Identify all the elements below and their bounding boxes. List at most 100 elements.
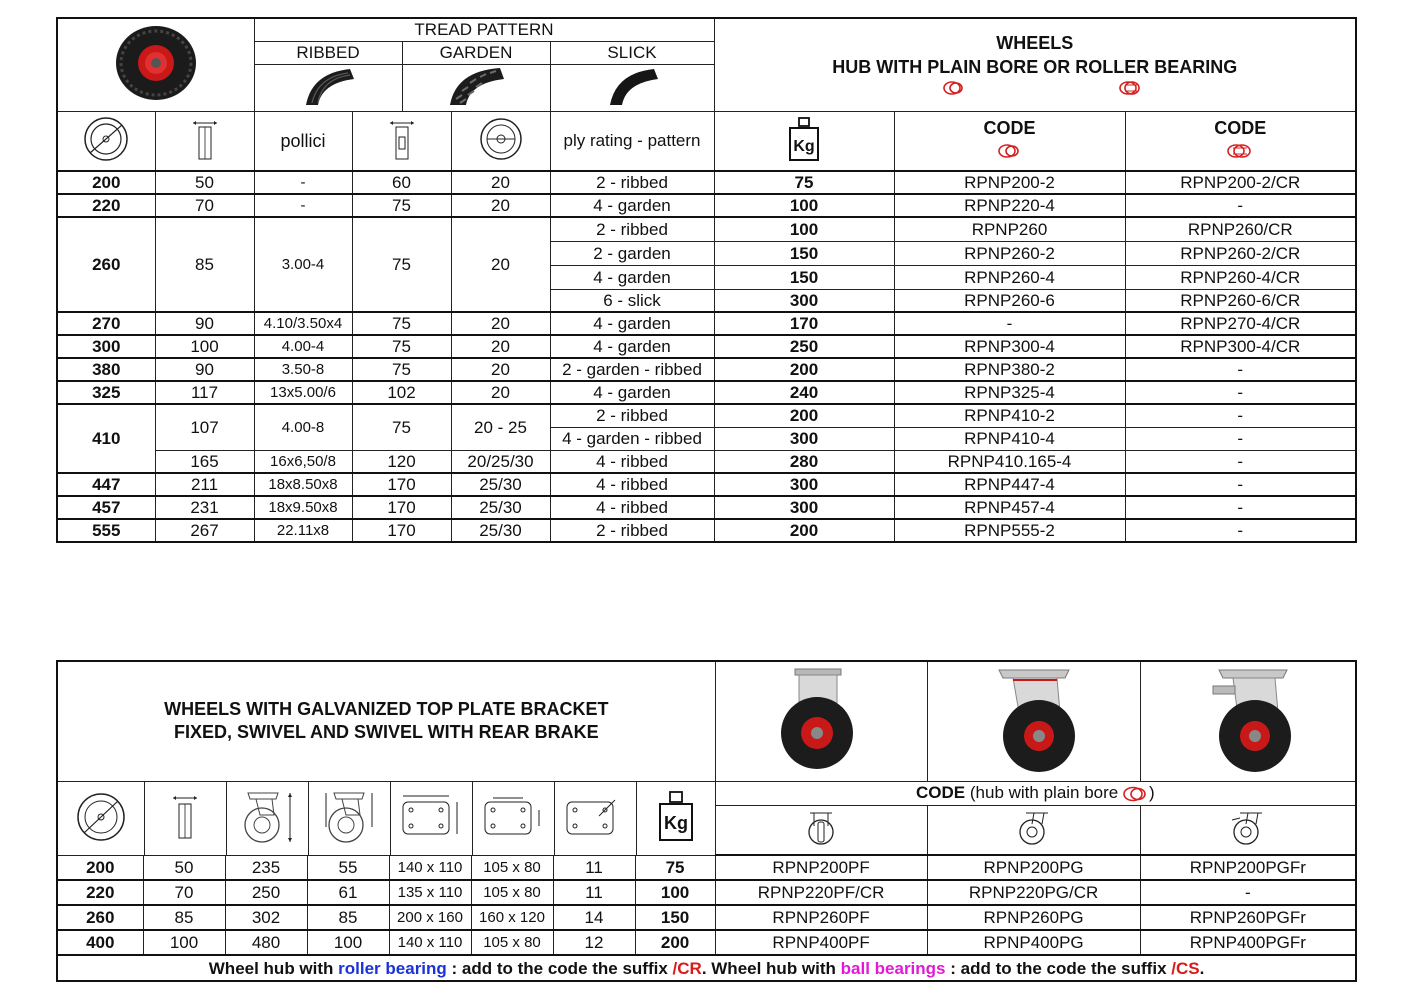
cell-load: 240 [713, 380, 895, 405]
table-row: 555 267 22.11x8 170 25/30 2 - ribbed 200… [56, 518, 1357, 543]
cell-code: RPNP300-4 [893, 334, 1126, 359]
cell-width: 231 [154, 495, 255, 520]
bracket-title-line2: FIXED, SWIVEL AND SWIVEL WITH REAR BRAKE [173, 722, 599, 743]
cell-diameter: 380 [56, 357, 156, 382]
cell-offset: 100 [306, 929, 390, 956]
cell-inches: - [253, 170, 353, 195]
cell-width: 100 [142, 929, 226, 956]
table-row: 457 231 18x9.50x8 170 25/30 4 - ribbed 3… [56, 495, 1357, 520]
cell-load: 150 [713, 240, 895, 266]
kg-label: Kg [664, 813, 688, 833]
cell-diameter: 200 [56, 854, 144, 881]
width-icon-cell [154, 110, 255, 172]
cell-code-fixed: RPNP260PF [714, 904, 928, 931]
table-row: 4 - garden - ribbed 300 RPNP410-4 - [57, 426, 1357, 451]
footer-ball-bearings: ball bearings [840, 958, 946, 978]
cell-offset: 55 [306, 854, 390, 881]
cell-inches: 18x8.50x8 [253, 472, 353, 497]
cell-code-swivel: RPNP400PG [926, 929, 1141, 956]
cell-width: 50 [142, 854, 226, 881]
table-row: 2 - garden 150 RPNP260-2 RPNP260-2/CR [57, 240, 1357, 266]
table-row: 400 100 480 100 140 x 110 105 x 80 12 20… [56, 929, 1357, 956]
cell-code-fixed: RPNP220PF/CR [714, 879, 928, 906]
cell-ply: 2 - ribbed [549, 403, 715, 428]
cell-inches: 3.50-8 [253, 357, 353, 382]
footer-text: . Wheel hub with [701, 958, 841, 978]
cell-plate: 200 x 160 [388, 904, 472, 931]
cell-hub: 170 [351, 518, 452, 543]
tread-ribbed-image [253, 63, 403, 112]
cell-offset: 85 [306, 904, 390, 931]
diameter-icon [77, 792, 125, 841]
cell-hub: 75 [351, 311, 452, 336]
cell-bolt: 11 [552, 879, 636, 906]
footer-roller-bearing: roller bearing [338, 958, 447, 978]
cell-width: 70 [154, 193, 255, 218]
cell-ply: 4 - ribbed [549, 449, 715, 474]
swivel-brake-caster-icon [1212, 669, 1291, 772]
cell-code: RPNP260 [893, 216, 1126, 242]
footer-text: . [1199, 958, 1205, 978]
cell-load: 100 [713, 216, 895, 242]
footer-text: : add to the code the suffix [945, 958, 1172, 978]
cell-width: 90 [154, 311, 255, 336]
table-row: 200 50 - 60 20 2 - ribbed 75 RPNP200-2 R… [56, 170, 1357, 195]
cell-ply: 2 - garden - ribbed [549, 357, 715, 382]
cell-load: 300 [713, 288, 895, 313]
cell-code: RPNP260-4 [893, 264, 1126, 290]
cell-hub: 75 [351, 193, 452, 218]
table-row: 447 211 18x8.50x8 170 25/30 4 - ribbed 3… [56, 472, 1357, 497]
hub-length-icon-cell [351, 110, 452, 172]
hub-length-icon [389, 121, 414, 160]
cell-total-height: 302 [224, 904, 308, 931]
cell-load: 170 [713, 311, 895, 336]
cell-code-cr: RPNP260-6/CR [1124, 288, 1357, 313]
cell-width: 85 [154, 216, 255, 313]
cell-bore: 25/30 [450, 495, 551, 520]
plate-size-icon-cell [390, 782, 473, 854]
cell-ply: 4 - ribbed [549, 495, 715, 520]
cell-ply: 4 - garden [549, 264, 715, 290]
cell-code: RPNP200-2 [893, 170, 1126, 195]
cell-code-cr: - [1124, 426, 1357, 451]
swivel-caster-photo [926, 660, 1141, 782]
cell-code: RPNP457-4 [893, 495, 1126, 520]
cell-diameter: 447 [56, 472, 156, 497]
cell-bore: 20 [450, 216, 551, 313]
cell-ply: 4 - garden [549, 380, 715, 405]
cell-width: 211 [154, 472, 255, 497]
cell-width: 90 [154, 357, 255, 382]
cell-ply: 4 - garden [549, 334, 715, 359]
slick-tread-icon [610, 69, 658, 105]
cell-code-swivel: RPNP200PG [926, 854, 1141, 881]
cell-code: RPNP447-4 [893, 472, 1126, 497]
cell-inches: 13x5.00/6 [253, 380, 353, 405]
code-roller-label: CODE [1214, 118, 1267, 139]
tread-garden-image [401, 63, 551, 112]
cell-inches: 4.00-4 [253, 334, 353, 359]
cell-code-brake: RPNP200PGFr [1139, 854, 1357, 881]
cell-bore: 20 [450, 193, 551, 218]
cell-code: RPNP220-4 [893, 193, 1126, 218]
table-row: 260 85 302 85 200 x 160 160 x 120 14 150… [56, 904, 1357, 931]
tread-garden-label: GARDEN [401, 40, 551, 65]
cell-load: 100 [713, 193, 895, 218]
cell-code-cr: RPNP270-4/CR [1124, 311, 1357, 336]
table-row: 325 117 13x5.00/6 102 20 4 - garden 240 … [56, 380, 1357, 405]
wheel-photo [56, 17, 255, 112]
diameter-icon [84, 117, 128, 161]
bracket-title-line1: WHEELS WITH GALVANIZED TOP PLATE BRACKET [164, 698, 609, 719]
table-row: 300 100 4.00-4 75 20 4 - garden 250 RPNP… [56, 334, 1357, 359]
kg-icon-cell: Kg [713, 110, 895, 172]
cell-bore: 20 [450, 357, 551, 382]
cell-code-cr: - [1124, 518, 1357, 543]
diameter-icon-cell [58, 782, 145, 854]
wheels-table: TREAD PATTERN WHEELS HUB WITH PLAIN BORE… [56, 17, 1358, 543]
cell-width: 100 [154, 334, 255, 359]
roller-bearing-icon [1227, 144, 1252, 159]
roller-bearing-icon [1118, 81, 1140, 95]
table-row: 260 85 3.00-4 75 20 2 - ribbed 100 RPNP2… [56, 216, 1357, 313]
swivel-caster-small-icon [1018, 812, 1048, 846]
cell-ply: 4 - garden [549, 311, 715, 336]
cell-code-cr: - [1124, 495, 1357, 520]
